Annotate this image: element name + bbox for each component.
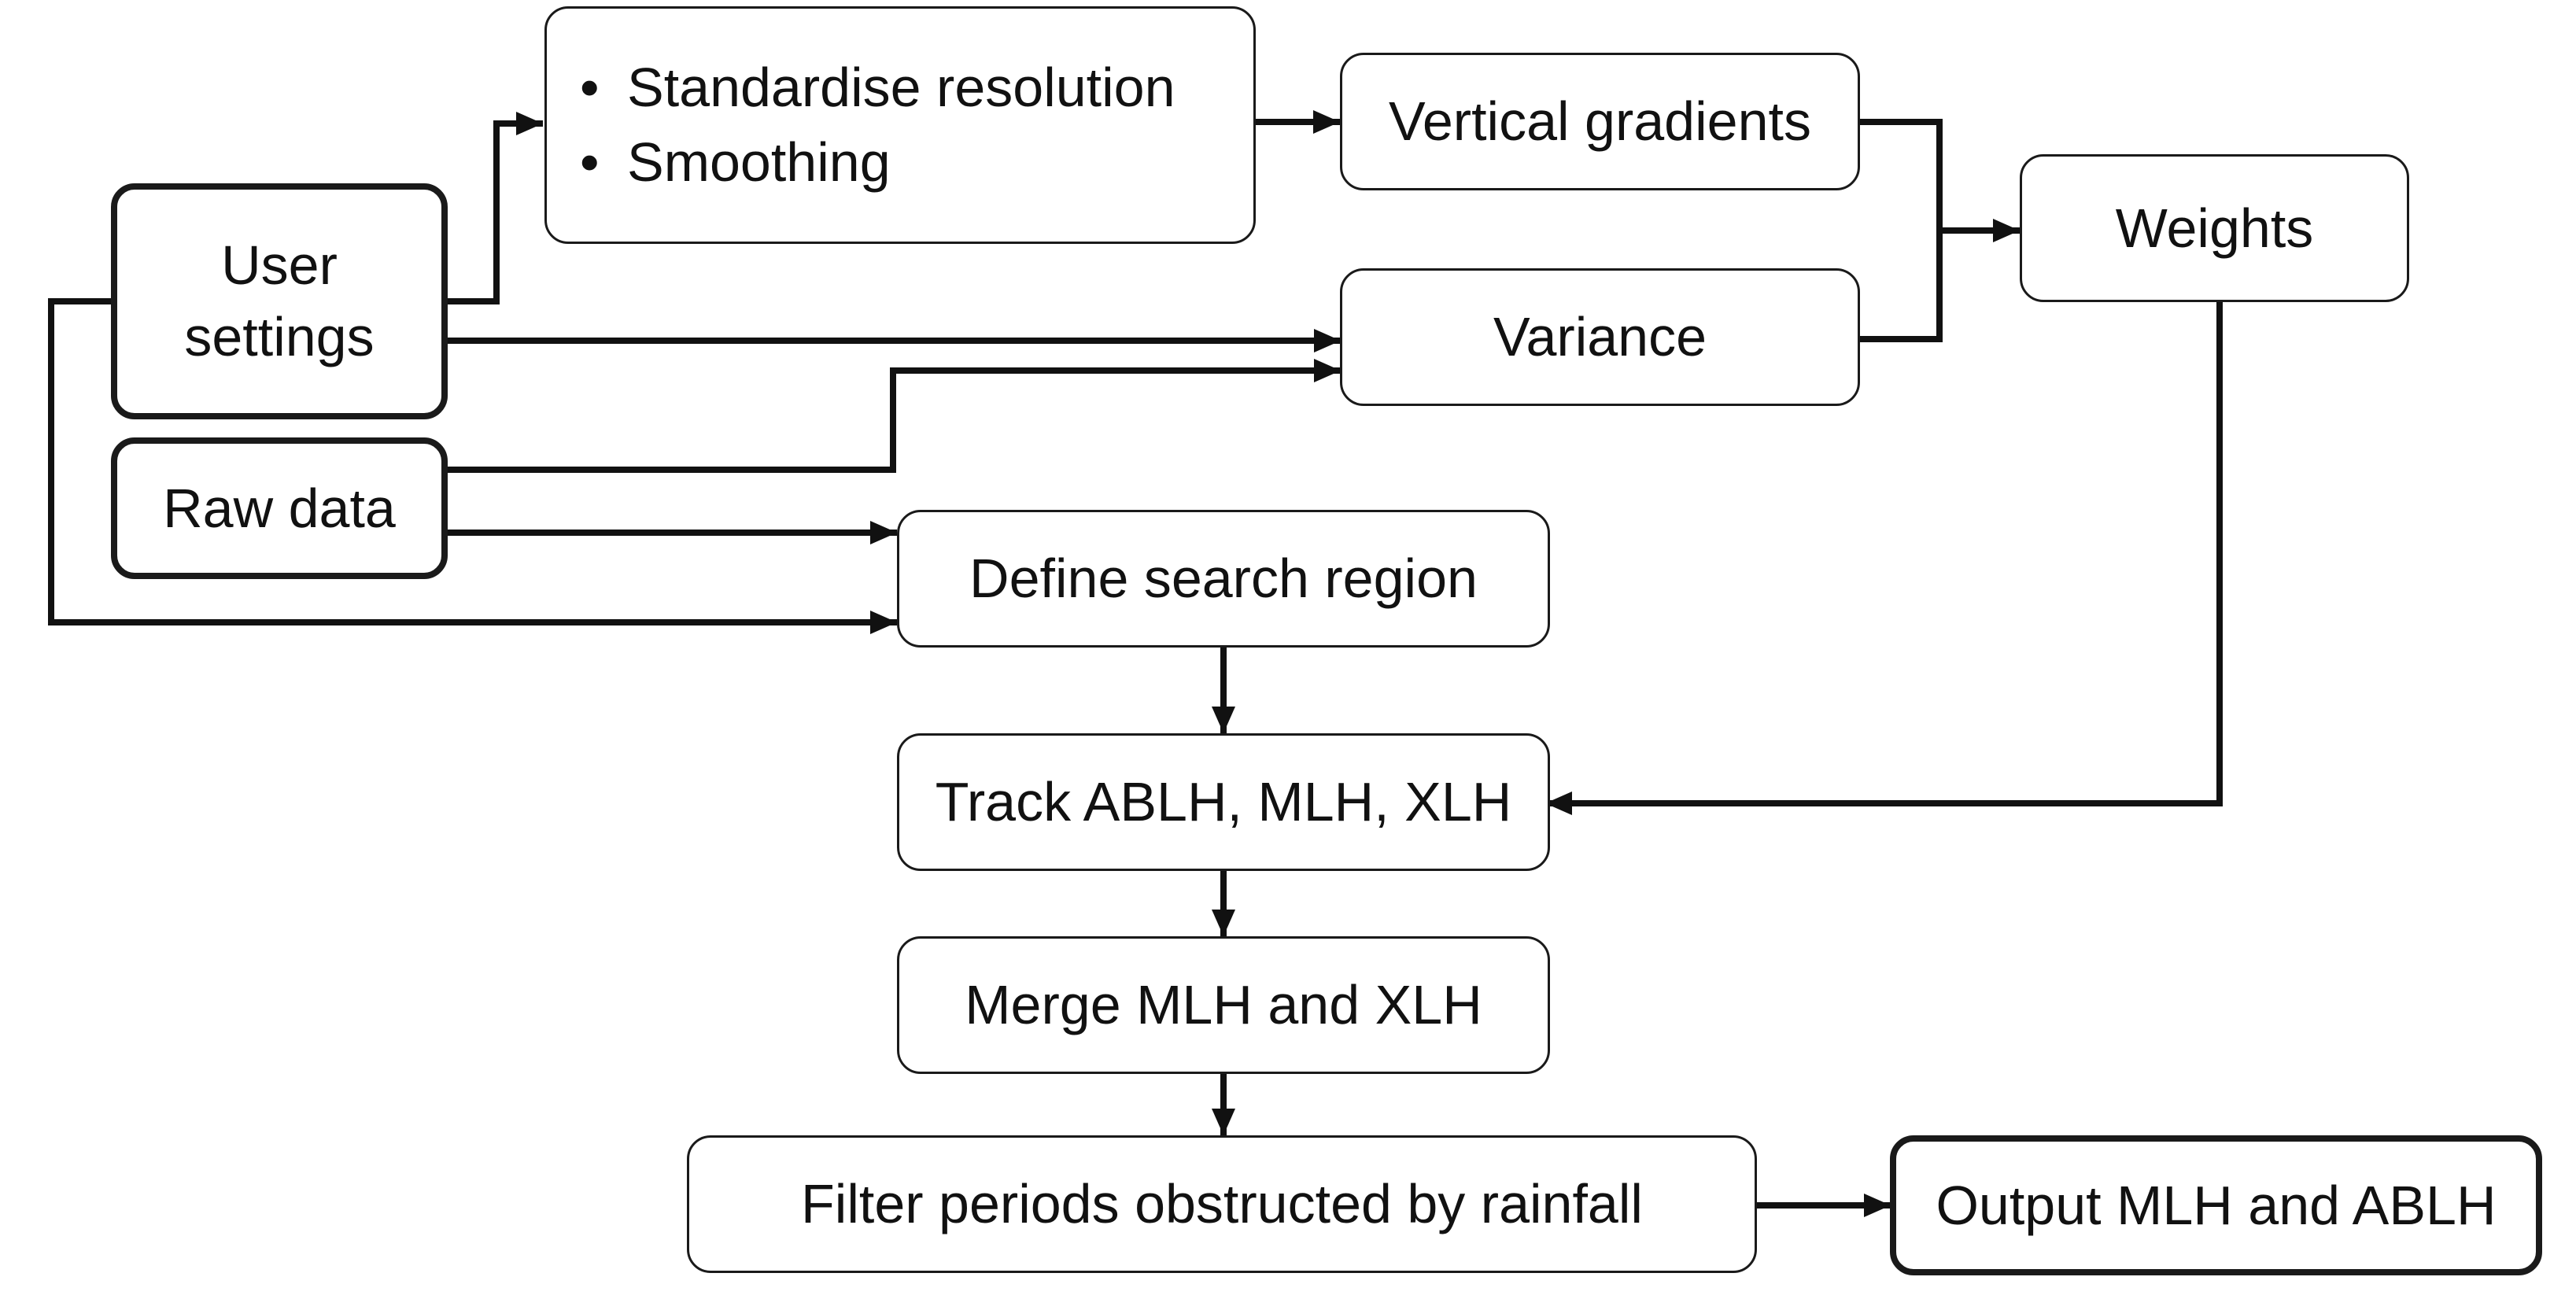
bullet-standardise-resolution: Standardise resolution	[580, 50, 1175, 125]
node-weights: Weights	[2020, 154, 2409, 302]
node-raw-data: Raw data	[111, 437, 448, 579]
edge-raw-data-to-variance	[446, 359, 1341, 473]
node-vertical-gradients: Vertical gradients	[1340, 53, 1860, 190]
node-merge-label: Merge MLH and XLH	[965, 974, 1482, 1035]
node-output-label: Output MLH and ABLH	[1936, 1174, 2497, 1236]
edge-user-settings-to-preprocess	[446, 112, 543, 304]
preprocess-bullet-list: Standardise resolution Smoothing	[580, 50, 1175, 201]
node-define-search-region: Define search region	[897, 510, 1550, 648]
edge-user-settings-to-define-search-region	[48, 298, 897, 634]
node-user-settings-label-line1: User	[221, 234, 338, 296]
node-track: Track ABLH, MLH, XLH	[897, 733, 1550, 871]
node-filter-label: Filter periods obstructed by rainfall	[801, 1173, 1643, 1234]
node-preprocess: Standardise resolution Smoothing	[544, 6, 1256, 244]
edge-vertical-gradients-to-junction	[1857, 119, 1943, 231]
node-user-settings: User settings	[111, 183, 448, 419]
node-weights-label: Weights	[2115, 197, 2314, 259]
bullet-smoothing: Smoothing	[580, 125, 1175, 200]
node-output: Output MLH and ABLH	[1890, 1135, 2542, 1275]
node-user-settings-label-line2: settings	[184, 306, 375, 367]
node-variance: Variance	[1340, 268, 1860, 406]
node-raw-data-label: Raw data	[163, 477, 396, 539]
edge-weights-to-track	[1545, 301, 2223, 815]
node-variance-label: Variance	[1493, 306, 1707, 367]
node-merge: Merge MLH and XLH	[897, 936, 1550, 1074]
node-define-search-region-label: Define search region	[969, 548, 1478, 609]
node-vertical-gradients-label: Vertical gradients	[1389, 90, 1811, 152]
node-track-label: Track ABLH, MLH, XLH	[935, 771, 1512, 832]
node-filter: Filter periods obstructed by rainfall	[687, 1135, 1757, 1273]
edge-variance-to-junction	[1857, 231, 1943, 342]
